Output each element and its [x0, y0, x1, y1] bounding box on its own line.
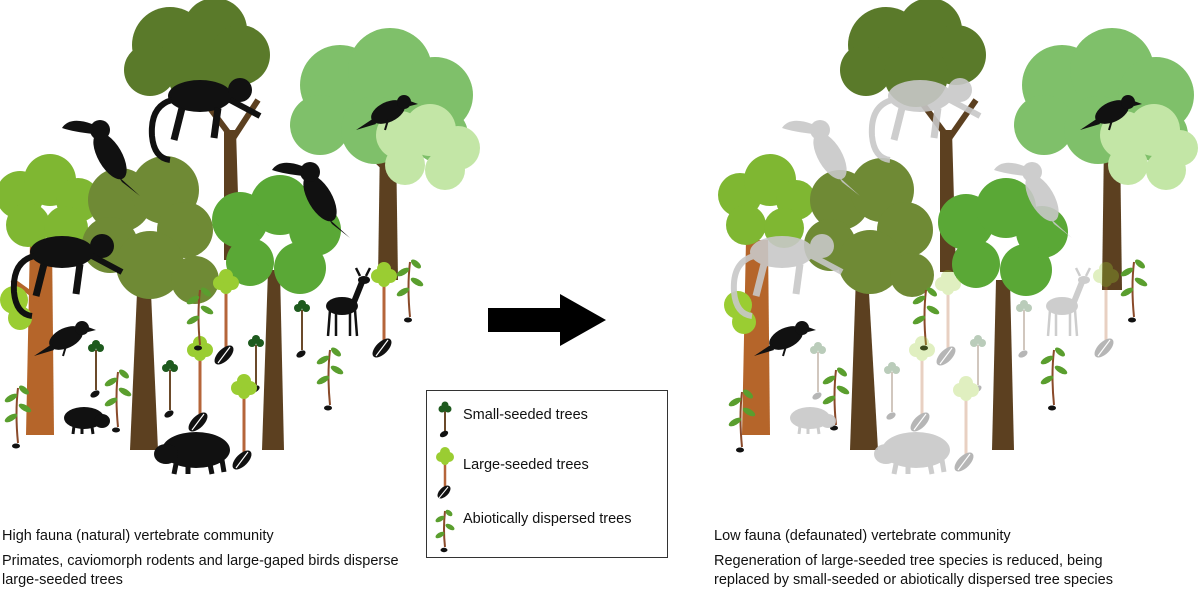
legend-label: Abiotically dispersed trees	[463, 511, 632, 527]
tree-lime	[718, 154, 816, 435]
low-fauna-forest	[718, 0, 1198, 475]
high-fauna-caption: High fauna (natural) vertebrate communit…	[2, 527, 402, 590]
tree-light-green	[290, 28, 480, 280]
low-fauna-title: Low fauna (defaunated) vertebrate commun…	[714, 528, 1011, 544]
low-fauna-description: Regeneration of large-seeded tree specie…	[714, 553, 1113, 588]
tree-light-green	[1014, 28, 1198, 290]
rodent-icon	[154, 432, 230, 474]
abiotic-tree-icon	[435, 509, 455, 553]
tree-mid-green	[938, 178, 1068, 450]
high-fauna-title: High fauna (natural) vertebrate communit…	[2, 528, 274, 544]
deer-icon	[1046, 268, 1090, 336]
high-fauna-forest	[0, 0, 480, 474]
large-seeded-tree-icon	[436, 447, 454, 499]
legend-label: Large-seeded trees	[463, 457, 589, 473]
legend-item-small-seeded: Small-seeded trees	[427, 397, 667, 441]
legend-label: Small-seeded trees	[463, 407, 588, 423]
low-fauna-caption: Low fauna (defaunated) vertebrate commun…	[714, 527, 1134, 590]
rodent-icon	[788, 405, 838, 436]
small-seeded-tree-icon	[438, 401, 452, 438]
deer-icon	[326, 268, 370, 336]
tree-mid-green	[212, 175, 341, 450]
high-fauna-description: Primates, caviomorph rodents and large-g…	[2, 553, 399, 588]
rodent-icon	[62, 405, 112, 436]
tree-dark-olive	[124, 0, 270, 260]
legend-item-abiotic: Abiotically dispersed trees	[427, 505, 667, 555]
legend-box: Small-seeded trees Large-seeded trees Ab…	[426, 390, 668, 558]
legend-item-large-seeded: Large-seeded trees	[427, 447, 667, 503]
tree-olive	[804, 158, 934, 450]
rodent-icon	[874, 432, 950, 474]
right-arrow-icon	[488, 294, 606, 346]
tree-olive	[82, 156, 219, 450]
